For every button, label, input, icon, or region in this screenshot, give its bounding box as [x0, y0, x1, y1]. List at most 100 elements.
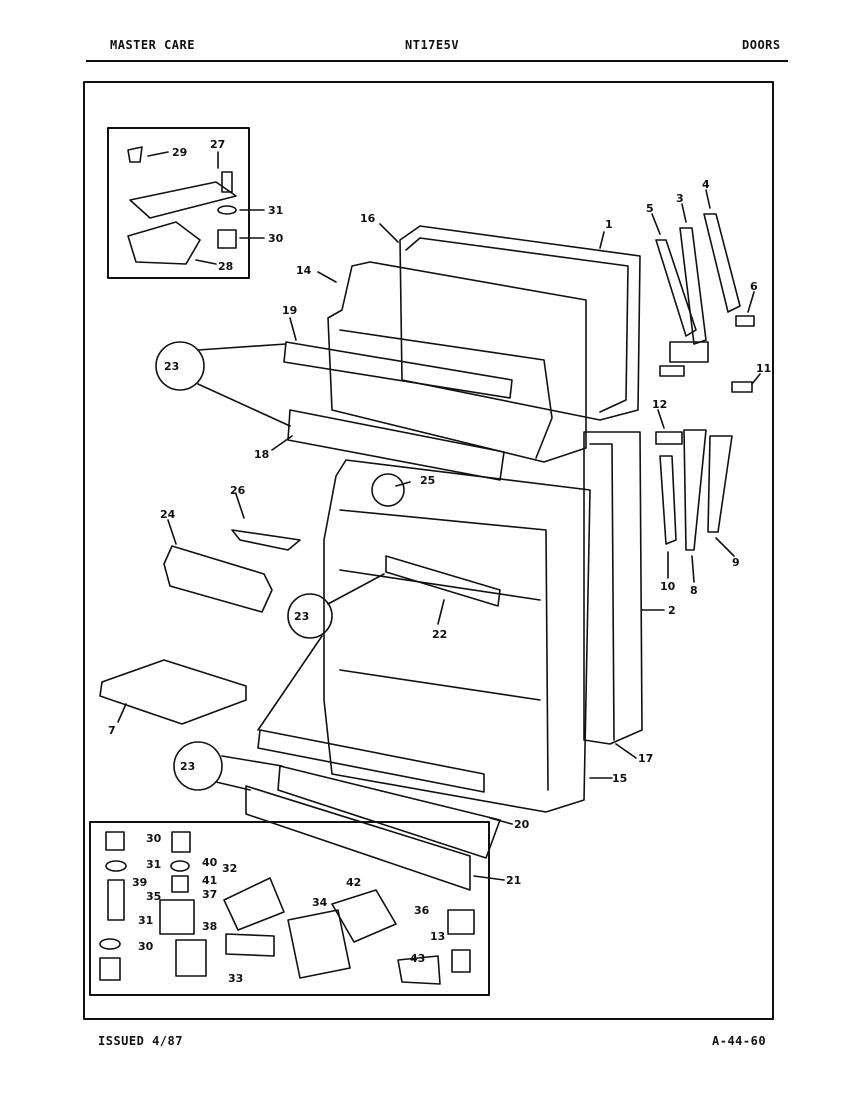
- callout-22: 22: [432, 628, 447, 641]
- callout-31c: 31: [138, 914, 153, 927]
- bracket-42: [331, 889, 397, 943]
- leader-12: [657, 409, 665, 429]
- door-outer-2: [583, 431, 643, 745]
- freezer-door-gasket-16: [405, 237, 629, 413]
- door-shelf-2: [339, 669, 541, 701]
- callout-4: 4: [702, 178, 710, 191]
- callout-14: 14: [296, 264, 312, 277]
- loose-parts: [99, 529, 301, 725]
- callout-31a: 31: [268, 204, 283, 217]
- callout-2: 2: [668, 604, 676, 617]
- leader-9: [715, 537, 735, 557]
- egg-tray-7: [99, 659, 247, 725]
- leader-5: [651, 213, 661, 235]
- leader-lines: [117, 151, 761, 881]
- plate-33: [225, 933, 275, 957]
- callout-12: 12: [652, 398, 667, 411]
- shim-12b: [655, 431, 683, 445]
- callout-35: 35: [146, 890, 161, 903]
- callout-17: 17: [638, 752, 653, 765]
- callout-24: 24: [160, 508, 176, 521]
- callout-34: 34: [312, 896, 328, 909]
- hinge-cover-10: [659, 455, 677, 545]
- leader-25: [395, 481, 411, 487]
- plug-6: [735, 315, 755, 327]
- callout-9: 9: [732, 556, 740, 569]
- spacer-39: [171, 875, 189, 893]
- leader-14: [317, 271, 337, 283]
- callout-26: 26: [230, 484, 246, 497]
- leader-11: [751, 373, 761, 385]
- screw-13: [451, 949, 471, 973]
- leader-29: [147, 151, 169, 157]
- hinge-pin-27: [221, 171, 233, 193]
- plug-11: [731, 381, 753, 393]
- callout-38: 38: [202, 920, 217, 933]
- detail-circle-23c: [173, 741, 223, 791]
- callout-36: 36: [414, 904, 430, 917]
- leader-21: [473, 875, 505, 881]
- callout-23a: 23: [164, 360, 179, 373]
- freezer-bottom-bar-18: [287, 409, 505, 481]
- bushing-30-top: [105, 831, 125, 851]
- callout-33: 33: [228, 972, 243, 985]
- hinge-plate-27: [129, 181, 237, 219]
- callout-21: 21: [506, 874, 521, 887]
- callout-41: 41: [202, 874, 217, 887]
- door-shelf-1: [339, 569, 541, 601]
- callout-labels: 1 2 3 4 5 6 7 8 9 10 11 12 13 14 15 16 1…: [108, 138, 771, 985]
- detail-circles-23: [155, 341, 405, 791]
- bushing-40: [171, 831, 191, 853]
- detail-leader-23a: [197, 343, 291, 427]
- inset-bottom-hinge: [89, 821, 490, 996]
- hinge-cover-5: [655, 239, 697, 337]
- callout-20: 20: [514, 818, 530, 831]
- hinge-brackets: [655, 213, 755, 551]
- leader-3: [681, 203, 687, 223]
- leader-28: [195, 259, 217, 265]
- freezer-liner-inner: [339, 329, 553, 459]
- dairy-cover-26: [231, 529, 301, 551]
- plate-32: [223, 877, 285, 931]
- leader-16: [379, 223, 399, 243]
- callout-29: 29: [172, 146, 187, 159]
- callout-32: 32: [222, 862, 237, 875]
- callout-8: 8: [690, 584, 698, 597]
- callout-11: 11: [756, 362, 771, 375]
- fresh-food-door-group: [245, 431, 643, 891]
- callout-31b: 31: [146, 858, 161, 871]
- freezer-door-group: [283, 225, 641, 481]
- callout-28: 28: [218, 260, 233, 273]
- bracket-43: [397, 955, 441, 985]
- leader-8: [691, 555, 695, 583]
- leader-20: [489, 817, 513, 825]
- detail-leader-23c: [215, 755, 283, 791]
- leader-19: [289, 317, 297, 341]
- washer-41: [170, 860, 190, 872]
- callout-19: 19: [282, 304, 297, 317]
- callout-7: 7: [108, 724, 116, 737]
- callout-10: 10: [660, 580, 676, 593]
- callout-39: 39: [132, 876, 147, 889]
- hinge-bracket-3: [679, 227, 707, 345]
- callout-3: 3: [676, 192, 684, 205]
- header-brand: MASTER CARE: [110, 38, 195, 52]
- hinge-bracket-8: [683, 429, 707, 551]
- door-shelf-bar-22: [385, 555, 501, 607]
- washer-31-top: [105, 860, 127, 872]
- bushing-30-bottom: [99, 957, 121, 981]
- leader-24: [167, 519, 177, 545]
- leader-18: [271, 435, 293, 451]
- door-gasket-17: [589, 443, 615, 741]
- leader-17: [615, 743, 637, 759]
- door-liner-inner: [339, 509, 549, 791]
- detail-circle-23b: [287, 593, 333, 639]
- callout-6: 6: [750, 280, 758, 293]
- butter-cover-24: [163, 545, 273, 613]
- detail-circle-23a: [155, 341, 205, 391]
- callout-25: 25: [420, 474, 435, 487]
- hinge-base-upper: [669, 341, 709, 363]
- callout-30c: 30: [138, 940, 154, 953]
- callout-23b: 23: [294, 610, 309, 623]
- callout-23c: 23: [180, 760, 195, 773]
